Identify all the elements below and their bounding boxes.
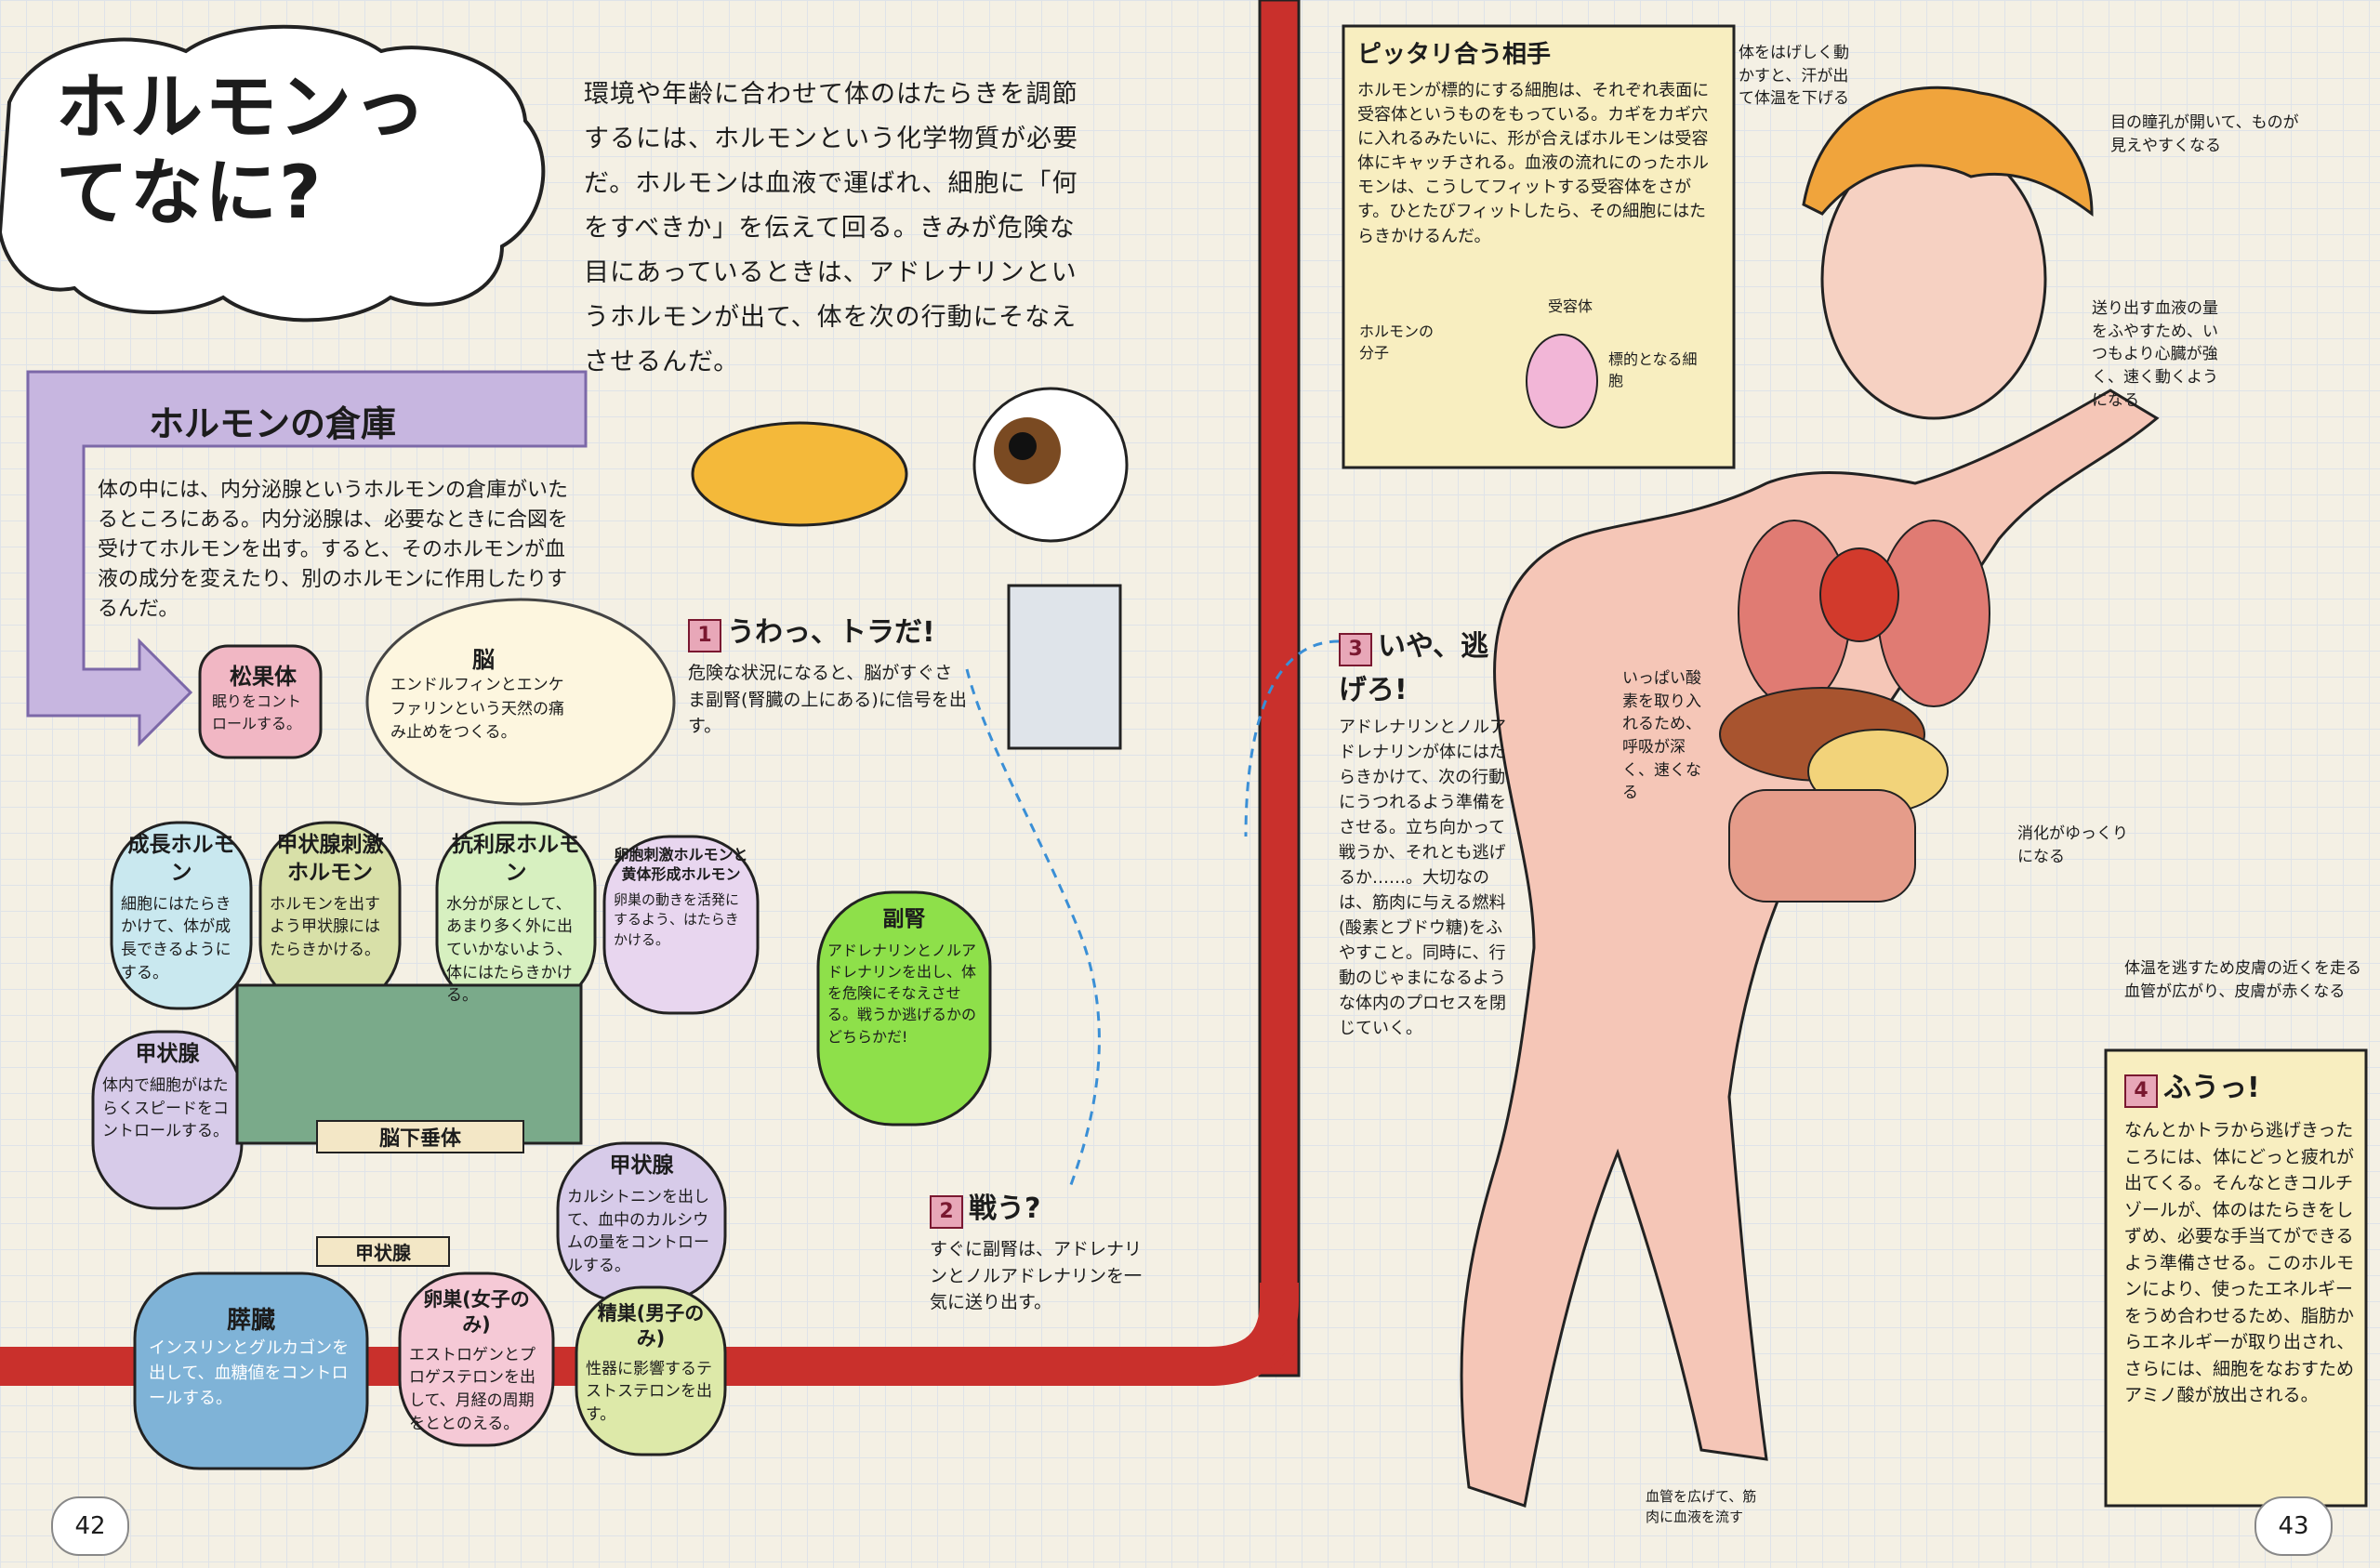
target-cell xyxy=(1526,334,1598,428)
banner-arrow xyxy=(26,370,588,747)
step-title-text: ふうっ! xyxy=(2163,1072,2260,1104)
gland-desc: インスリンとグルカゴンを出して、血糖値をコントロールする。 xyxy=(149,1338,350,1408)
body-figure xyxy=(1460,389,2160,1508)
step-number: 4 xyxy=(2124,1074,2158,1108)
heart xyxy=(1819,547,1899,642)
warehouse-body: 体の中には、内分泌腺というホルモンの倉庫がいたるところにある。内分泌腺は、必要な… xyxy=(98,479,569,621)
step-title-text: いや、逃げろ! xyxy=(1339,630,1489,706)
gland-title: 抗利尿ホルモン xyxy=(452,833,580,885)
note-muscle: 血管を広げて、筋肉に血液を流す xyxy=(1646,1488,1757,1525)
gland-testis: 精巣(男子のみ) 性器に影響するテストステロンを出す。 xyxy=(576,1292,725,1455)
gland-desc: 細胞にはたらきかけて、体が成長できるようにする。 xyxy=(121,894,231,982)
relief-box xyxy=(2104,1048,2368,1508)
gland-desc: エストロゲンとプロゲステロンを出して、月経の周期をととのえる。 xyxy=(409,1345,536,1433)
page-number-left: 42 xyxy=(51,1496,129,1556)
step-title-text: 戦う? xyxy=(969,1192,1041,1225)
pineal-gland xyxy=(198,644,323,759)
step-desc: アドレナリンとノルアドレナリンが体にはたらきかけて、次の行動にうつれるよう準備を… xyxy=(1339,718,1506,1038)
gland-adh: 抗利尿ホルモン 水分が尿として、あまり多く外に出ていかないよう、体にはたらきかけ… xyxy=(437,823,595,1008)
gland-desc: 体内で細胞がはたらくスピードをコントロールする。 xyxy=(102,1075,229,1141)
note-breath: いっぱい酸素を取り入れるため、呼吸が深く、速くなる xyxy=(1622,669,1701,803)
gland-title: 副腎 xyxy=(882,907,926,931)
gland-desc: エンドルフィンとエンケファリンという天然の痛み止めをつくる。 xyxy=(390,676,564,742)
gland-title: 脳下垂体 xyxy=(378,1127,461,1151)
page-number-right: 43 xyxy=(2254,1496,2333,1556)
red-pipe-bottom xyxy=(0,1283,1299,1386)
step-number: 2 xyxy=(930,1195,963,1229)
gland-growth: 成長ホルモン 細胞にはたらきかけて、体が成長できるようにする。 xyxy=(112,823,251,1008)
match-body: ホルモンが標的にする細胞は、それぞれ表面に受容体というものをもっている。カギをカ… xyxy=(1357,81,1710,246)
gland-thyroid-2: 甲状腺 カルシトニンを出して、血中のカルシウムの量をコントロールする。 xyxy=(558,1143,725,1301)
step-desc: すぐに副腎は、アドレナリンとノルアドレナリンを一気に送り出す。 xyxy=(930,1239,1143,1312)
tiger-drawing xyxy=(691,421,908,527)
gland-fsh-lh: 卵胞刺激ホルモンと黄体形成ホルモン 卵巣の動きを活発にするよう、はたらきかける。 xyxy=(604,837,758,1013)
pancreas-tank xyxy=(133,1272,369,1470)
note-skin: 体温を逃すため皮膚の近くを走る血管が広がり、皮膚が赤くなる xyxy=(2124,959,2361,1001)
step-title-text: うわっ、トラだ! xyxy=(727,616,935,649)
gland-pineal: 松果体 眠りをコントロールする。 xyxy=(212,658,314,735)
note-heart: 送り出す血液の量をふやすため、いつもより心臓が強く、速く動くようになる xyxy=(2092,299,2218,410)
pituitary-machine xyxy=(235,983,583,1145)
gland-tsh: 甲状腺刺激ホルモン ホルモンを出すよう甲状腺にはたらきかける。 xyxy=(260,823,400,1008)
gland-desc: 性器に影響するテストステロンを出す。 xyxy=(586,1359,712,1424)
note-digest: 消化がゆっくりになる xyxy=(2017,824,2128,866)
gland-desc: 卵巣の動きを活発にするよう、はたらきかける。 xyxy=(614,890,740,949)
gland-title: 卵巣(女子のみ) xyxy=(423,1288,530,1337)
step-number: 3 xyxy=(1339,633,1372,666)
intro-text: 環境や年齢に合わせて体のはたらきを調節するには、ホルモンという化学物質が必要だ。… xyxy=(584,80,1078,377)
step-desc: 危険な状況になると、脳がすぐさま副腎(腎臓の上にある)に信号を出す。 xyxy=(688,663,967,736)
gland-ovary: 卵巣(女子のみ) エストロゲンとプロゲステロンを出して、月経の周期をととのえる。 xyxy=(400,1278,553,1445)
adrenal-gland xyxy=(816,890,992,1127)
title-cloud xyxy=(0,24,546,323)
gland-title: 甲状腺 xyxy=(609,1153,674,1178)
red-pipe-vertical xyxy=(1258,0,1301,1377)
gland-brain: 脳 エンドルフィンとエンケファリンという天然の痛み止めをつくる。 xyxy=(390,641,576,745)
page-title: ホルモンってなに? xyxy=(56,66,429,236)
match-panel: ピッタリ合う相手 ホルモンが標的にする細胞は、それぞれ表面に受容体というものをも… xyxy=(1357,35,1720,249)
gland-title: 甲状腺 xyxy=(135,1042,200,1066)
gland-thyroid-1: 甲状腺 体内で細胞がはたらくスピードをコントロールする。 xyxy=(93,1032,242,1208)
label-cell: 標的となる細胞 xyxy=(1608,350,1698,390)
brain-shape xyxy=(365,598,676,806)
gland-title: 甲状腺 xyxy=(355,1242,411,1264)
step-desc: なんとかトラから逃げきったころには、体にどっと疲れが出てくる。そんなときコルチゾ… xyxy=(2124,1120,2355,1405)
gland-title: 精巣(男子のみ) xyxy=(597,1302,705,1351)
label-receptor: 受容体 xyxy=(1548,297,1593,315)
note-sweat: 体をはげしく動かすと、汗が出て体温を下げる xyxy=(1739,44,1849,109)
gland-title: 卵胞刺激ホルモンと黄体形成ホルモン xyxy=(614,846,748,883)
hair xyxy=(1802,86,2094,217)
note-pupil: 目の瞳孔が開いて、ものが見えやすくなる xyxy=(2110,113,2299,155)
gland-title: 脳 xyxy=(472,647,495,673)
gland-adrenal: 副腎 アドレナリンとノルアドレナリンを出し、体を危険にそなえさせる。戦うか逃げる… xyxy=(818,897,990,1120)
gland-thyroid-3: 甲状腺 xyxy=(316,1236,450,1267)
gland-desc: アドレナリンとノルアドレナリンを出し、体を危険にそなえさせる。戦うか逃げるかのど… xyxy=(827,941,977,1046)
gland-desc: カルシトニンを出して、血中のカルシウムの量をコントロールする。 xyxy=(567,1187,709,1275)
gland-title: 成長ホルモン xyxy=(127,833,235,885)
match-title: ピッタリ合う相手 xyxy=(1357,41,1552,69)
gland-pituitary: 脳下垂体 xyxy=(316,1120,524,1153)
step-number: 1 xyxy=(688,619,721,652)
gland-desc: 水分が尿として、あまり多く外に出ていかないよう、体にはたらきかける。 xyxy=(446,894,573,1006)
gland-pancreas: 膵臓 インスリンとグルカゴンを出して、血糖値をコントロールする。 xyxy=(149,1301,353,1411)
gland-title: 膵臓 xyxy=(226,1307,275,1335)
gland-title: 甲状腺刺激ホルモン xyxy=(276,833,384,885)
gland-desc: ホルモンを出すよう甲状腺にはたらきかける。 xyxy=(270,894,380,960)
computer-drawing xyxy=(1007,584,1122,750)
label-hormone: ホルモンの分子 xyxy=(1359,323,1435,362)
warehouse-title: ホルモンの倉庫 xyxy=(149,403,397,444)
gland-title: 松果体 xyxy=(230,664,297,690)
gland-desc: 眠りをコントロールする。 xyxy=(212,692,302,732)
